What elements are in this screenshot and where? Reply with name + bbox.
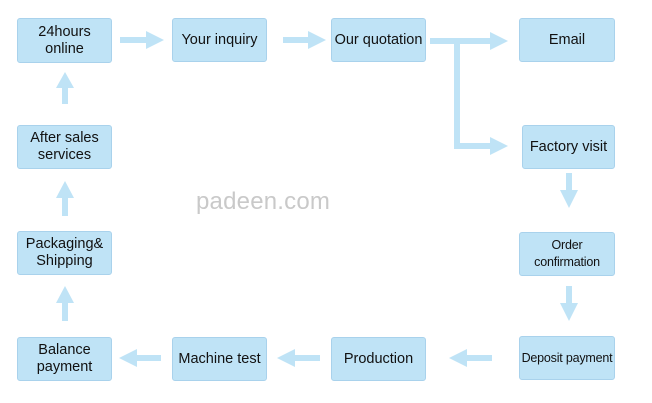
step-our-quotation: Our quotation [331,18,426,62]
step-label: Production [343,350,414,367]
branch-connector [454,44,460,147]
arrow-right [283,31,326,49]
arrow-left [277,349,320,367]
step-balance-payment: Balance payment [17,337,112,381]
step-your-inquiry: Your inquiry [172,18,267,62]
arrow-up [56,181,74,216]
step-label: Factory visit [529,138,608,155]
step-label: Email [548,31,586,48]
step-order-confirmation: Order confirmation [519,232,615,276]
step-label: Deposit payment [521,350,613,365]
arrow-right [454,137,508,155]
arrow-right [430,32,508,50]
step-after-sales-services: After sales services [17,125,112,169]
arrow-left [449,349,492,367]
step-packaging-shipping: Packaging& Shipping [17,231,112,275]
step-label: 24hours online [38,23,91,57]
step-label: Packaging& Shipping [25,236,104,269]
step-machine-test: Machine test [172,337,267,381]
step-factory-visit: Factory visit [522,125,615,169]
step-production: Production [331,337,426,381]
watermark: padeen.com [196,188,331,215]
step-24hours-online: 24hours online [17,18,112,63]
arrow-up [56,72,74,104]
step-label: After sales services [30,130,99,163]
step-label: Machine test [178,350,261,367]
step-label: Your inquiry [181,31,258,48]
step-label: Order confirmation [534,238,600,269]
arrow-left [119,349,161,367]
arrow-down [560,286,578,321]
step-deposit-payment: Deposit payment [519,336,615,380]
arrow-down [560,173,578,208]
step-label: Our quotation [334,31,423,48]
arrow-right [120,31,164,49]
arrow-up [56,286,74,321]
step-email: Email [519,18,615,62]
step-label: Balance payment [36,342,93,375]
